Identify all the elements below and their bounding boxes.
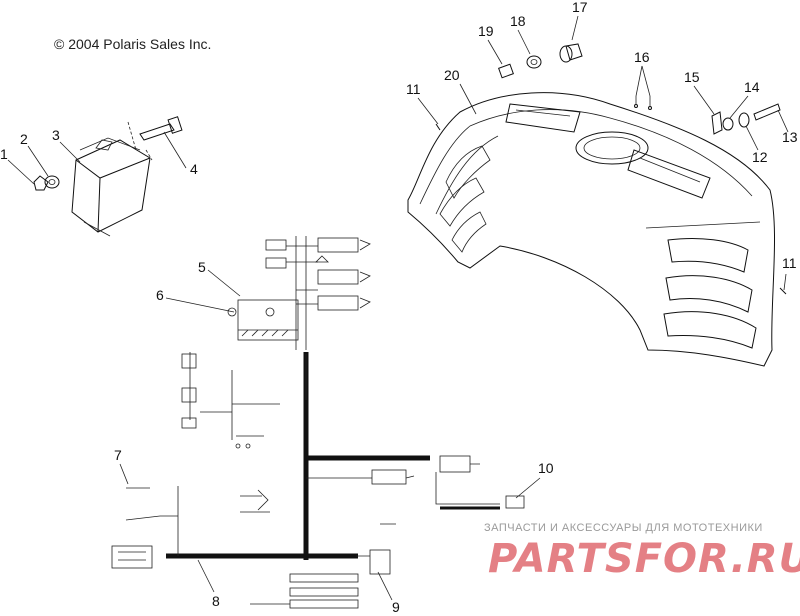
callout-13: 13	[782, 129, 798, 145]
callout-3: 3	[52, 127, 60, 143]
callout-12: 12	[752, 149, 768, 165]
callout-11b: 11	[782, 255, 797, 271]
callout-18: 18	[510, 13, 526, 29]
wiring-harness	[111, 236, 525, 609]
callout-16: 16	[634, 49, 650, 65]
callout-14: 14	[744, 79, 760, 95]
callout-4: 4	[190, 161, 198, 177]
control-module-group	[33, 116, 183, 237]
callout-5: 5	[198, 259, 206, 275]
callout-11a: 11	[406, 81, 421, 97]
watermark-tagline: ЗАПЧАСТИ И АКСЕССУАРЫ ДЛЯ МОТОТЕХНИКИ	[484, 522, 763, 534]
callout-1: 1	[0, 146, 8, 162]
callout-2: 2	[20, 131, 28, 147]
callout-10: 10	[538, 460, 554, 476]
callout-9: 9	[392, 599, 400, 615]
callout-19: 19	[478, 23, 494, 39]
callout-7: 7	[114, 447, 122, 463]
callout-17: 17	[572, 0, 588, 15]
callout-6: 6	[156, 287, 164, 303]
dash-hardware	[435, 43, 787, 295]
callout-8: 8	[212, 593, 220, 609]
callout-15: 15	[684, 69, 700, 85]
dash-panel	[407, 92, 775, 367]
watermark-logo: PARTSFOR.RU	[488, 536, 800, 582]
copyright-text: © 2004 Polaris Sales Inc.	[54, 36, 212, 52]
callout-20: 20	[444, 67, 460, 83]
